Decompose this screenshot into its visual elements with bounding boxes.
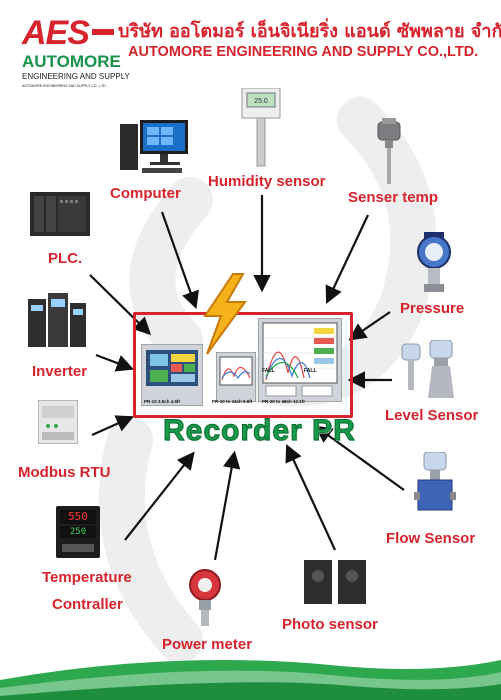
label-humidity-sensor: Humidity sensor — [208, 173, 326, 190]
arrow-inverter — [95, 353, 135, 372]
computer-image — [120, 120, 188, 173]
footer-wave — [0, 660, 501, 700]
logo-small-text: AUTOMORE ENGINEERING AND SUPPLY CO., LTD… — [22, 84, 107, 88]
pressure-image — [417, 232, 451, 292]
lightning-icon — [203, 273, 247, 355]
flow-sensor-image — [414, 452, 456, 511]
modbus-rtu-image — [38, 400, 78, 444]
logo-bar — [92, 29, 114, 35]
label-temperature-line2: Contraller — [52, 596, 123, 613]
label-pressure: Pressure — [400, 300, 465, 317]
recorder-unit-small — [141, 344, 203, 406]
label-senser-temp: Senser temp — [348, 189, 439, 206]
label-inverter: Inverter — [32, 363, 88, 380]
thai-company-name: บริษัท ออโตมอร์ เอ็นจิเนียริ่ง แอนด์ ซัพ… — [118, 21, 501, 42]
label-modbus-rtu: Modbus RTU — [18, 464, 111, 481]
plc-image — [30, 192, 90, 236]
label-temperature-line1: Temperature — [42, 569, 132, 586]
label-photo-sensor: Photo sensor — [282, 616, 378, 633]
arrow-modbus — [91, 415, 135, 437]
svg-text:25.0: 25.0 — [254, 98, 268, 105]
recorder-unit-large — [258, 318, 342, 402]
arrow-power-meter — [213, 450, 241, 561]
power-meter-image — [189, 569, 221, 626]
recorder-unit-label-3: PR-20 to 48ch 12.1ft — [262, 399, 305, 404]
level-sensor-image — [401, 340, 454, 398]
recorder-unit-label-2: PR-10 to 24ch 5.6ft — [212, 399, 253, 404]
senser-temp-image — [377, 118, 401, 184]
temperature-controller-image: 550 250 — [56, 506, 100, 558]
recorder-title: Recorder PR — [163, 414, 356, 448]
arrow-senser-temp — [325, 214, 369, 304]
recorder-frame — [133, 312, 353, 418]
logo-automore: AUTOMORE — [22, 52, 121, 71]
company-name: AUTOMORE ENGINEERING AND SUPPLY CO.,LTD. — [128, 44, 479, 60]
screen-readout-1: FALL — [262, 368, 275, 374]
recorder-unit-medium — [216, 352, 256, 402]
label-level-sensor: Level Sensor — [385, 407, 479, 424]
label-power-meter: Power meter — [162, 636, 253, 653]
arrow-photo-sensor — [285, 444, 336, 551]
humidity-sensor-image: 25.0 — [241, 88, 281, 167]
photo-sensor-image — [304, 560, 366, 604]
logo-engineering: ENGINEERING AND SUPPLY — [22, 72, 130, 81]
controller-display-top: 550 — [60, 510, 96, 524]
label-plc: PLC. — [48, 250, 83, 267]
screen-readout-2: FALL — [304, 368, 317, 374]
controller-buttons — [62, 544, 94, 552]
inverter-image — [28, 293, 86, 347]
recorder-unit-label-1: PR-10 3.5ch 4.5ft — [144, 399, 181, 404]
controller-display-bottom: 250 — [60, 526, 96, 538]
arrow-plc — [89, 274, 152, 336]
arrow-flow — [314, 425, 405, 491]
arrow-temperature — [124, 451, 195, 541]
logo-aes: AES — [22, 14, 90, 52]
label-flow-sensor: Flow Sensor — [386, 530, 476, 547]
arrow-computer — [160, 211, 199, 310]
arrow-pressure — [348, 311, 391, 341]
label-computer: Computer — [110, 185, 181, 202]
